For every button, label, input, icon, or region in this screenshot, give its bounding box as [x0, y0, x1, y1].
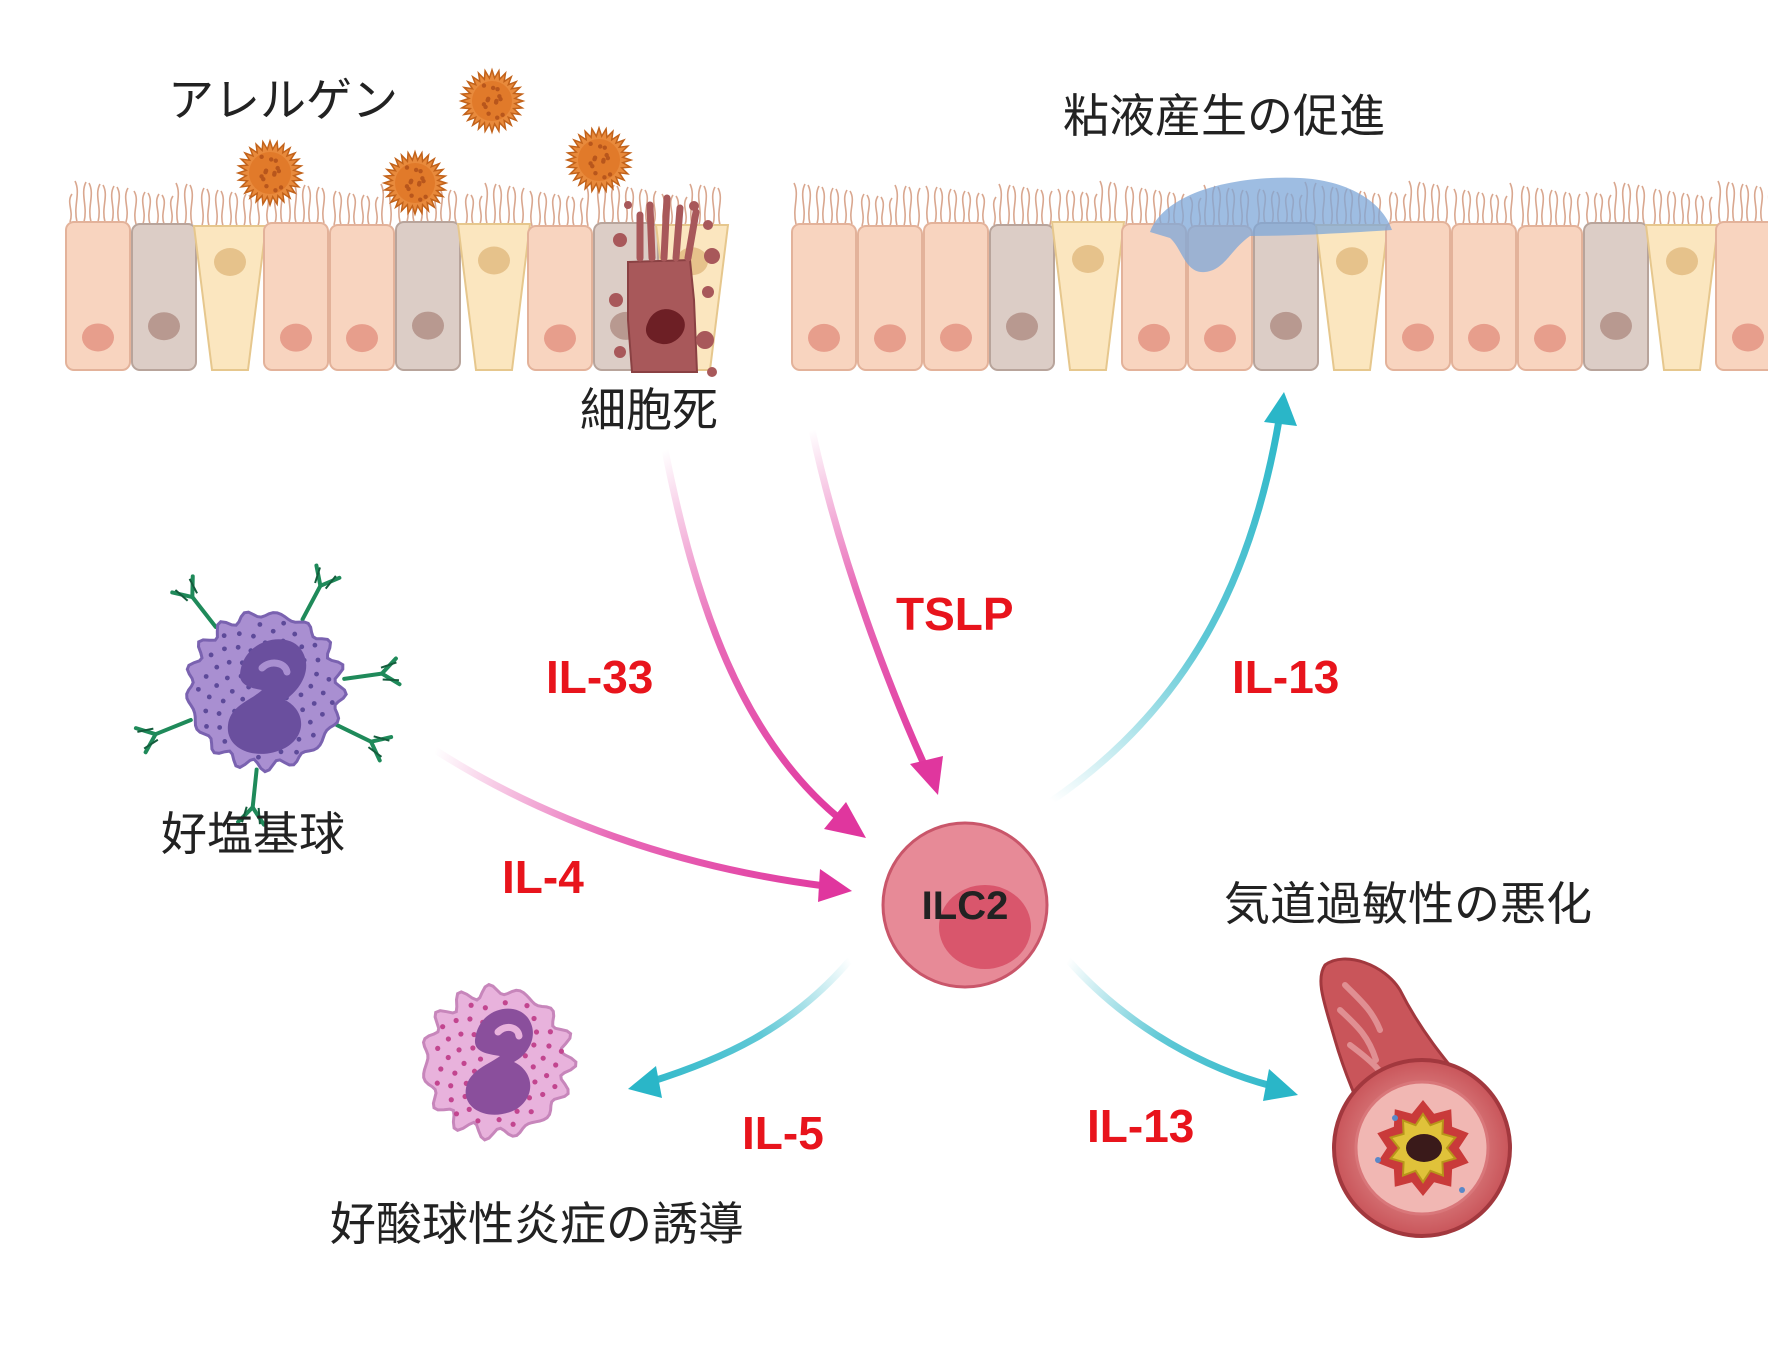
cell-nucleus: [1138, 323, 1170, 352]
mucus-blob: [1150, 177, 1392, 273]
arrow-il13-up: [1046, 392, 1297, 806]
cell-nucleus: [1732, 323, 1764, 352]
antibody-icon: [300, 563, 342, 622]
cell-nucleus: [1600, 311, 1632, 340]
arrow-il13-down: [1064, 956, 1298, 1101]
cilia-layer: [68, 180, 1768, 227]
cell-nucleus: [544, 324, 576, 353]
airway-lumen: [1406, 1134, 1442, 1162]
epithelium: [65, 177, 1768, 377]
airway-hyperresponsiveness-label: 気道過敏性の悪化: [1224, 877, 1592, 931]
arrow-il5: [628, 956, 854, 1098]
cell-nucleus: [808, 323, 840, 352]
arrow-il4: [431, 746, 852, 902]
cell-nucleus: [1402, 323, 1434, 352]
cell-nucleus: [1072, 245, 1104, 273]
cell-nucleus: [214, 248, 246, 276]
cell-nucleus: [1204, 324, 1236, 353]
cytokine-il13-upper: IL-13: [1232, 651, 1339, 703]
cell-nucleus: [1270, 311, 1302, 340]
dying-cell: [609, 194, 720, 377]
allergen-label: アレルゲン: [168, 73, 398, 127]
allergen-particle: [381, 149, 449, 217]
cell-nucleus: [346, 324, 378, 353]
allergen-particle: [564, 125, 634, 195]
cytokine-il13-lower: IL-13: [1087, 1100, 1194, 1152]
goblet-cell: [1050, 221, 1126, 371]
epithelial-cell: [857, 225, 923, 371]
goblet-cell: [1644, 224, 1720, 371]
cytokine-tslp: TSLP: [896, 588, 1014, 640]
epithelial-cell: [1517, 225, 1583, 371]
cell-nucleus: [1336, 247, 1368, 276]
cell-nucleus: [874, 324, 906, 353]
cell-nucleus: [82, 323, 114, 352]
arrow-il33: [661, 446, 866, 838]
basophil-cell: [133, 563, 402, 827]
cell-nucleus: [280, 323, 312, 352]
cytokine-il33: IL-33: [546, 651, 653, 703]
goblet-cell: [192, 225, 268, 371]
epithelial-cell: [989, 224, 1055, 371]
allergen-particle: [458, 67, 526, 135]
eosinophil-inflammation-label: 好酸球性炎症の誘導: [330, 1197, 744, 1251]
cell-nucleus: [1666, 247, 1698, 276]
cell-death-label: 細胞死: [580, 383, 718, 437]
goblet-cell: [456, 223, 532, 371]
eosinophil-cell: [421, 982, 578, 1142]
allergen-particle: [235, 138, 305, 208]
antibody-icon: [236, 767, 266, 827]
airway-tube: [1319, 957, 1512, 1238]
cytokine-il4: IL-4: [502, 851, 584, 903]
epithelial-cell: [263, 222, 329, 371]
cell-nucleus: [478, 246, 510, 275]
allergen-particles: [235, 67, 634, 217]
cell-nucleus: [412, 311, 444, 340]
arrow-tslp: [808, 426, 943, 795]
ige-antibodies: [133, 563, 402, 827]
epithelial-cell: [1253, 222, 1319, 371]
cell-nucleus: [1468, 323, 1500, 352]
epithelial-cell: [329, 224, 395, 371]
antibody-icon: [342, 656, 402, 687]
epithelial-cell: [131, 223, 197, 371]
epithelial-cell: [65, 221, 131, 371]
basophil-label: 好塩基球: [161, 807, 345, 861]
ilc2-cell: [881, 821, 1049, 989]
cell-nucleus: [148, 312, 180, 341]
epithelial-cell: [1385, 221, 1451, 371]
epithelial-cell: [1583, 222, 1649, 371]
epithelial-cells: [65, 221, 1768, 371]
cell-nucleus: [1534, 324, 1566, 353]
goblet-cell: [1314, 224, 1390, 371]
cell-nucleus: [1006, 312, 1038, 341]
antibody-icon: [133, 717, 193, 755]
epithelial-cell: [1451, 223, 1517, 371]
antibody-icon: [334, 723, 394, 763]
epithelial-cell: [923, 222, 989, 371]
mucus-production-label: 粘液産生の促進: [1063, 89, 1385, 143]
cell-nucleus: [940, 323, 972, 352]
epithelial-cell: [791, 223, 857, 371]
antibody-icon: [170, 574, 218, 629]
ilc2-label: ILC2: [922, 884, 1009, 928]
epithelial-cell: [527, 225, 593, 371]
epithelial-cell: [395, 221, 461, 371]
cytokine-il5: IL-5: [742, 1107, 824, 1159]
